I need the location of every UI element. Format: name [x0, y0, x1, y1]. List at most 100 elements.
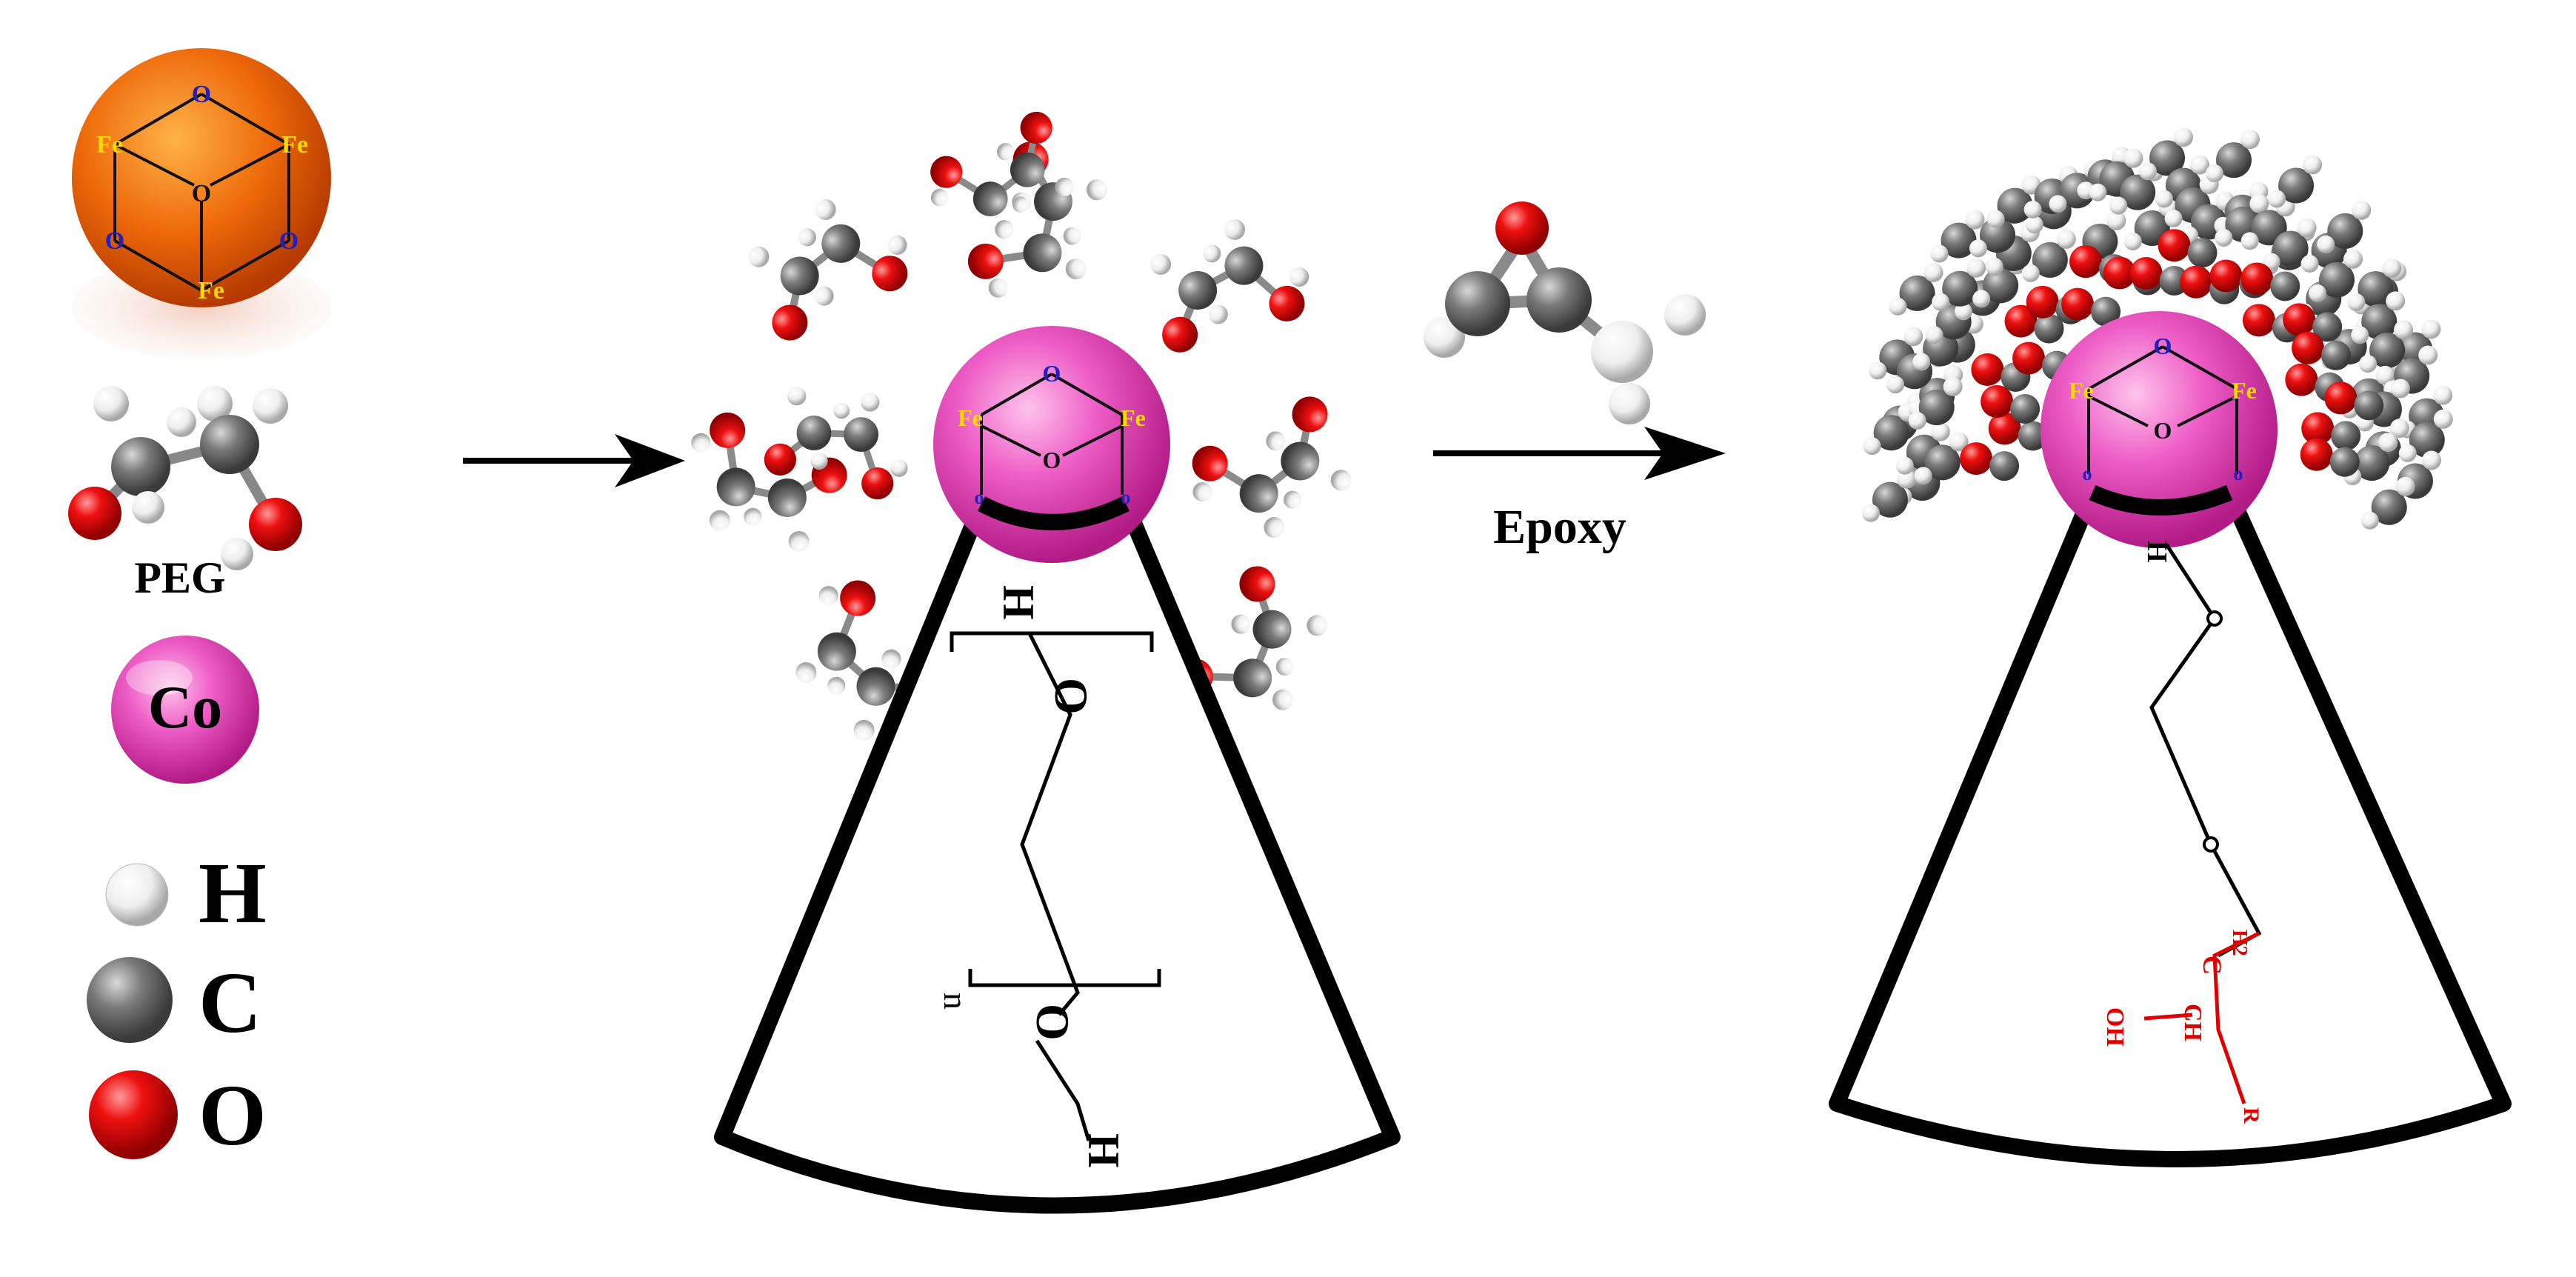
right-cluster-fe-left: Fe	[2069, 377, 2094, 404]
oxygen-atom	[1269, 285, 1305, 321]
hydrogen-atom	[1063, 227, 1081, 245]
hydrogen-atom	[881, 649, 901, 669]
hydrogen-atom	[1150, 253, 1172, 275]
hydrogen-atom	[2240, 130, 2260, 150]
hydrogen-atom	[744, 507, 762, 526]
atom-key: H C O	[87, 844, 267, 1164]
carbon-atom	[2010, 393, 2041, 424]
carbon-atom	[1281, 441, 1320, 481]
hydrogen-atom	[1930, 244, 1949, 263]
carbon-atom	[780, 256, 819, 296]
oxygen-atom	[764, 443, 796, 476]
hydrogen-atom	[2378, 433, 2398, 453]
fe-o-cluster-orange: O Fe Fe O O O Fe	[72, 48, 331, 359]
oxygen-atom	[772, 304, 808, 341]
hydrogen-atom	[2347, 293, 2366, 312]
carbon-atom	[2327, 213, 2363, 249]
oxygen-atom	[2026, 285, 2059, 319]
right-grafted-chain: H C H2 CH OH R	[2101, 541, 2263, 1124]
carbon-atom	[2319, 261, 2355, 298]
chain-h2: H2	[2228, 930, 2251, 956]
hydrogen-atom	[2139, 162, 2158, 181]
carbon-atom	[2215, 142, 2252, 179]
hydrogen-atom	[1869, 361, 1887, 380]
carbon-atom	[2032, 241, 2068, 278]
hydrogen-atom	[2164, 210, 2183, 228]
right-cone-cap	[2089, 484, 2233, 516]
hydrogen-atom	[1192, 482, 1212, 502]
carbon-atom	[767, 478, 807, 517]
hydrogen-atom	[1284, 490, 1301, 509]
oxygen-atom	[2069, 245, 2103, 279]
hydrogen-atom	[890, 459, 908, 477]
hydrogen-atom	[2317, 235, 2335, 253]
peg-end-h-top: H	[994, 585, 1043, 620]
carbon-atom	[2272, 230, 2309, 267]
carbon-atom	[1252, 610, 1292, 649]
carbon-atom	[1924, 444, 1961, 481]
hydrogen-atom	[2359, 355, 2378, 373]
co-label: Co	[148, 673, 222, 741]
hydrogen-atom	[930, 188, 949, 207]
carbon-atom	[1989, 451, 2020, 481]
hydrogen-atom	[996, 143, 1015, 161]
hydrogen-atom	[2421, 319, 2441, 339]
oxygen-atom	[710, 412, 746, 448]
cluster-o-left: O	[105, 227, 124, 255]
hydrogen-atom	[2386, 291, 2406, 311]
c-atom-label: C	[198, 954, 261, 1051]
oxygen-atom	[840, 580, 876, 616]
hydrogen-atom	[2123, 148, 2143, 168]
oxygen-atom	[1020, 111, 1052, 144]
cluster-fe-left: Fe	[96, 131, 123, 159]
hydrogen-atom	[2351, 326, 2369, 344]
carbon-atom	[1918, 390, 1955, 426]
hydrogen-atom	[2056, 229, 2076, 249]
middle-cone-cap	[977, 496, 1129, 530]
oxygen-atom	[2285, 363, 2318, 396]
carbon-atom	[2358, 271, 2394, 307]
oxygen-atom	[1981, 384, 2014, 418]
carbon-atom	[2371, 489, 2407, 525]
chain-c: C	[2198, 956, 2227, 975]
carbon-atom	[2270, 271, 2300, 301]
oxygen-atom	[2242, 304, 2275, 337]
hydrogen-atom	[1861, 504, 1880, 522]
oxygen-atom	[1239, 566, 1275, 602]
hydrogen-atom	[1972, 290, 1991, 308]
hydrogen-atom	[2023, 200, 2042, 219]
hydrogen-atom	[2360, 511, 2379, 530]
carbon-atom	[1239, 474, 1278, 513]
hydrogen-atom	[2309, 284, 2327, 302]
hydrogen-atom	[1895, 456, 1914, 475]
hydrogen-atom	[1886, 376, 1905, 394]
hydrogen-atom	[2421, 450, 2441, 470]
hydrogen-atom	[1086, 179, 1107, 201]
peg-molecule-icon	[68, 386, 302, 570]
hydrogen-atom	[1863, 437, 1881, 456]
hydrogen-atom	[2394, 320, 2414, 340]
oxygen-atom	[2012, 341, 2046, 375]
right-cluster-fe-right: Fe	[2232, 377, 2257, 404]
hydrogen-atom	[2021, 264, 2040, 282]
hydrogen-atom	[2395, 476, 2415, 496]
hydrogen-atom	[2303, 155, 2323, 175]
oxygen-atom	[2240, 262, 2274, 296]
oxygen-atom	[2209, 259, 2243, 293]
hydrogen-atom	[2390, 379, 2410, 399]
mid-cluster-o-left: o	[975, 487, 984, 508]
hydrogen-atom	[1943, 377, 1963, 397]
carbon-atom	[2120, 174, 2156, 210]
hydrogen-atom	[1065, 259, 1087, 280]
hydrogen-atom	[2025, 216, 2043, 234]
carbon-atom	[1979, 217, 2015, 253]
hydrogen-atom	[1908, 412, 1926, 430]
hydrogen-atom	[788, 530, 810, 552]
carbon-atom	[2329, 447, 2360, 477]
hydrogen-atom	[1985, 257, 2003, 276]
hydrogen-atom	[1208, 304, 1228, 324]
carbon-atom	[1224, 246, 1264, 285]
mid-cluster-o-top: O	[1043, 360, 1061, 387]
